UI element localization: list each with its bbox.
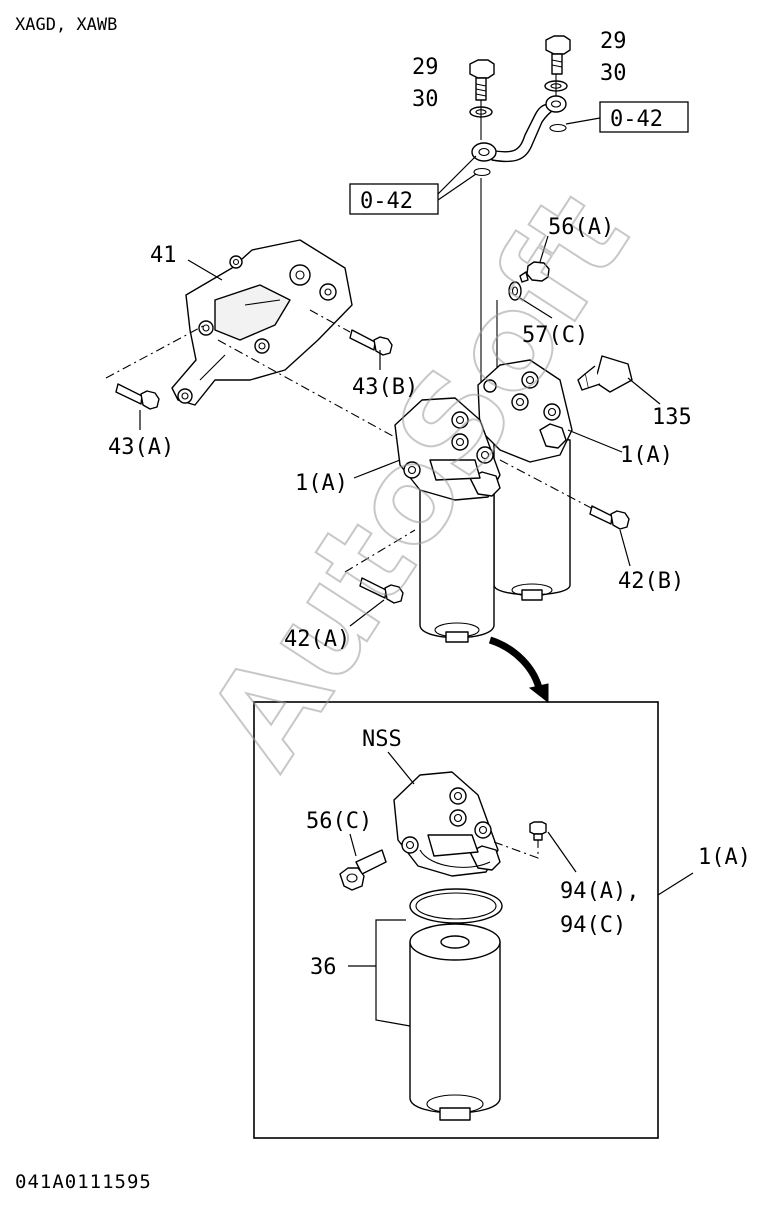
- filter-left: [394, 397, 501, 643]
- detail-arrow: [488, 636, 544, 693]
- label-94c: 94(C): [560, 913, 626, 938]
- label-41: 41: [150, 243, 177, 268]
- label-42b: 42(B): [618, 569, 684, 594]
- bolt-42b: [589, 505, 630, 530]
- bolt-29-left: [469, 59, 495, 101]
- fuel-pipe: [471, 95, 567, 177]
- label-30-left: 30: [412, 87, 439, 112]
- label-30-right: 30: [600, 61, 627, 86]
- plug-56a: [519, 261, 550, 283]
- pressure-sensor-135: [577, 355, 633, 393]
- detail-plug-94: [529, 821, 547, 841]
- label-1a-right: 1(A): [620, 443, 673, 468]
- label-43a: 43(A): [108, 435, 174, 460]
- bolt-29-right: [545, 35, 571, 75]
- ref-box-042-right: [599, 101, 689, 133]
- filter-right: [477, 359, 573, 601]
- header-models: XAGD, XAWB: [15, 15, 117, 35]
- label-94a: 94(A),: [560, 879, 639, 904]
- label-nss: NSS: [362, 727, 402, 752]
- gasket-57c: [508, 281, 522, 301]
- label-042-left: 0-42: [360, 189, 413, 214]
- detail-seal-ring: [409, 888, 503, 924]
- label-29-left: 29: [412, 55, 439, 80]
- detail-filter-element-36: [409, 923, 501, 1121]
- label-56a: 56(A): [548, 215, 614, 240]
- label-29-right: 29: [600, 29, 627, 54]
- label-36: 36: [310, 955, 337, 980]
- detail-bolt-56c: [339, 849, 387, 891]
- label-57c: 57(C): [522, 323, 588, 348]
- bolt-42a: [359, 577, 404, 604]
- label-135: 135: [652, 405, 692, 430]
- label-56c: 56(C): [306, 809, 372, 834]
- label-042-right: 0-42: [610, 107, 663, 132]
- bolt-43b: [349, 329, 393, 356]
- bracket-41: [171, 239, 353, 406]
- ref-box-042-left: [349, 183, 439, 215]
- detail-filter-head: [393, 771, 501, 877]
- label-1a-detail: 1(A): [698, 845, 751, 870]
- label-43b: 43(B): [352, 375, 418, 400]
- bolt-43a: [115, 383, 160, 410]
- label-42a: 42(A): [284, 627, 350, 652]
- detail-frame: [253, 701, 659, 1139]
- drawing-number: 041A0111595: [15, 1171, 152, 1193]
- label-1a-left: 1(A): [295, 471, 348, 496]
